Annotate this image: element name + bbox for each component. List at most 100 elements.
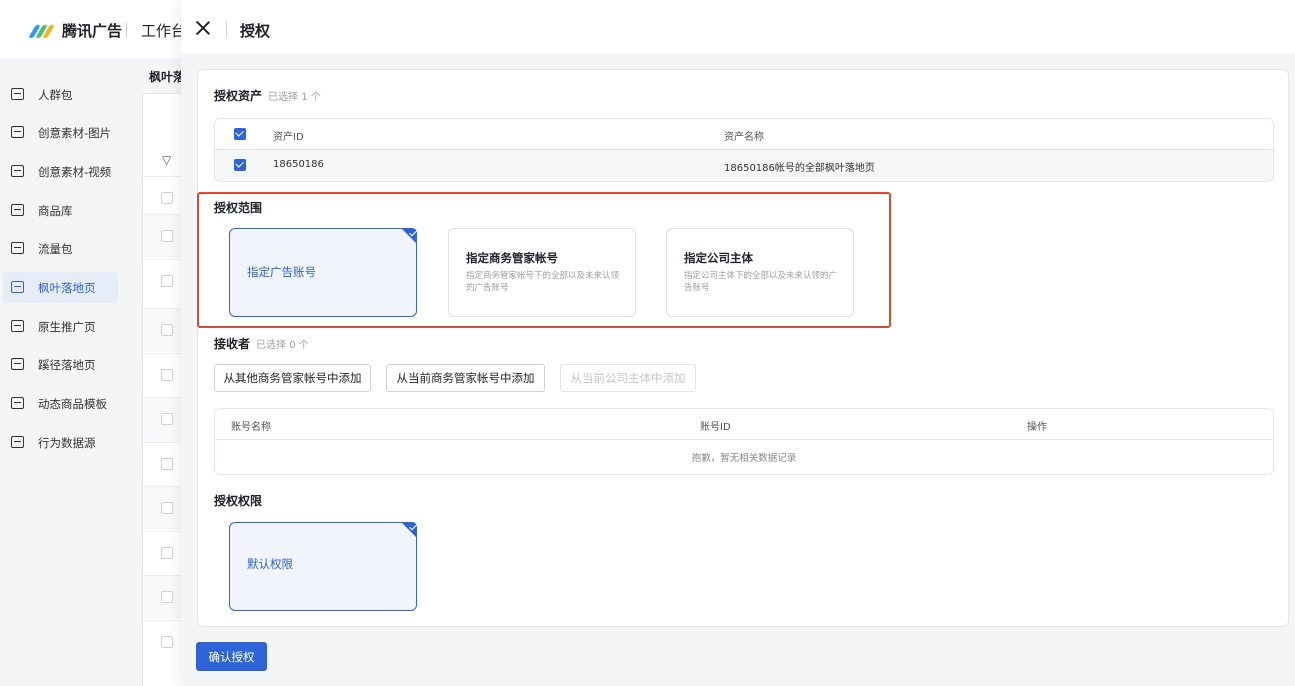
row-checkbox[interactable] (161, 324, 173, 336)
background-table-row (143, 620, 183, 664)
background-page-title: 枫叶落地页 (149, 70, 181, 84)
permission-section-title: 授权权限 (214, 494, 263, 508)
option-title: 指定广告账号 (247, 265, 316, 279)
scope-option-company[interactable]: 指定公司主体 指定公司主体下的全部以及未来认领的广告账号 (666, 228, 854, 317)
sidebar-item-product-library[interactable]: 商品库 (3, 195, 118, 226)
option-title: 指定商务管家帐号 (466, 251, 558, 265)
scope-option-ad-account[interactable]: 指定广告账号 (229, 228, 417, 317)
scope-section-title: 授权范围 (214, 201, 263, 215)
authorize-drawer: 授权 授权资产已选择 1 个 资产ID 资产名称 18650186 186501… (181, 0, 1295, 686)
drawer-header: 授权 (181, 0, 1295, 53)
top-divider (126, 23, 127, 37)
option-description: 指定商务管家帐号下的全部以及未来认领的广告账号 (466, 271, 620, 293)
drawer-title: 授权 (240, 22, 271, 40)
row-checkbox[interactable] (161, 275, 173, 287)
sidebar-item-label: 动态商品模板 (38, 397, 107, 411)
row-checkbox[interactable] (161, 369, 173, 381)
sidebar-item-datasource[interactable]: 行为数据源 (3, 427, 118, 458)
sidebar-item-label: 商品库 (38, 204, 73, 218)
background-table-row (143, 353, 183, 397)
scope-option-business-manager[interactable]: 指定商务管家帐号 指定商务管家帐号下的全部以及未来认领的广告账号 (448, 228, 636, 317)
datasource-icon (11, 436, 24, 448)
column-header-account-name: 账号名称 (231, 422, 271, 433)
video-icon (11, 165, 24, 177)
select-all-checkbox[interactable] (234, 128, 246, 140)
assets-table: 资产ID 资产名称 18650186 18650186帐号的全部枫叶落地页 (214, 118, 1274, 182)
background-table-row (143, 531, 183, 575)
brand-name: 腾讯广告 (62, 22, 123, 40)
row-checkbox[interactable] (161, 547, 173, 559)
section-title-text: 接收者 (214, 337, 251, 351)
landing-page-icon (11, 281, 24, 293)
sidebar-item-label: 创意素材-视频 (38, 165, 112, 179)
row-checkbox[interactable] (161, 413, 173, 425)
sidebar-item-audience[interactable]: 人群包 (3, 79, 118, 110)
table-row: 18650186 18650186帐号的全部枫叶落地页 (215, 150, 1273, 181)
column-header-actions: 操作 (1027, 422, 1047, 433)
authorize-form-panel: 授权资产已选择 1 个 资产ID 资产名称 18650186 18650186帐… (197, 69, 1289, 627)
background-table-row (143, 486, 183, 530)
background-table-row (143, 259, 183, 303)
empty-state: 抱歉，暂无相关数据记录 (215, 440, 1273, 474)
sidebar-item-label: 人群包 (38, 88, 73, 102)
column-header-account-id: 账号ID (700, 422, 731, 433)
product-library-icon (11, 204, 24, 216)
sidebar-item-label: 创意素材-图片 (38, 126, 112, 140)
permission-option-default[interactable]: 默认权限 (229, 522, 417, 611)
sidebar-item-native-page[interactable]: 原生推广页 (3, 311, 118, 342)
row-checkbox[interactable] (161, 636, 173, 648)
sidebar-item-traffic-package[interactable]: 流量包 (3, 233, 118, 264)
asset-name-cell: 18650186帐号的全部枫叶落地页 (724, 163, 875, 174)
traffic-package-icon (11, 242, 24, 254)
background-table-row (143, 575, 183, 619)
column-header-asset-id: 资产ID (273, 132, 304, 143)
add-from-current-manager-button[interactable]: 从当前商务管家帐号中添加 (386, 364, 545, 392)
scope-highlight-box (197, 192, 891, 328)
option-title: 默认权限 (247, 557, 293, 571)
sidebar-item-label: 流量包 (38, 242, 73, 256)
sidebar: 人群包 创意素材-图片 创意素材-视频 商品库 流量包 枫叶落地页 原生推广页 … (0, 58, 130, 686)
header-divider (226, 21, 227, 37)
filter-icon[interactable]: ▽ (162, 153, 172, 167)
close-icon[interactable] (195, 20, 211, 36)
sidebar-item-label: 原生推广页 (38, 320, 96, 334)
sidebar-item-creative-image[interactable]: 创意素材-图片 (3, 117, 118, 148)
row-checkbox[interactable] (161, 192, 173, 204)
document-icon (11, 358, 24, 370)
row-checkbox[interactable] (234, 159, 246, 171)
row-checkbox[interactable] (161, 591, 173, 603)
background-table-row (143, 308, 183, 352)
audience-icon (11, 88, 24, 100)
confirm-authorize-button[interactable]: 确认授权 (196, 642, 267, 671)
add-from-company-button[interactable]: 从当前公司主体中添加 (560, 364, 696, 392)
sidebar-item-dynamic-template[interactable]: 动态商品模板 (3, 388, 118, 419)
sidebar-item-label: 枫叶落地页 (38, 281, 96, 295)
sidebar-item-label: 行为数据源 (38, 436, 96, 450)
receivers-table: 账号名称 账号ID 操作 抱歉，暂无相关数据记录 (214, 408, 1274, 475)
assets-selected-count: 已选择 1 个 (268, 92, 321, 103)
brand-logo[interactable]: 腾讯广告 (28, 20, 123, 41)
option-description: 指定公司主体下的全部以及未来认领的广告账号 (684, 271, 838, 293)
row-checkbox[interactable] (161, 230, 173, 242)
background-table-row (143, 442, 183, 486)
section-title-text: 授权资产 (214, 89, 263, 103)
receivers-section-title: 接收者已选择 0 个 (214, 335, 309, 352)
row-checkbox[interactable] (161, 502, 173, 514)
assets-section-title: 授权资产已选择 1 个 (214, 87, 321, 104)
workbench-link[interactable]: 工作台 (141, 22, 187, 40)
asset-id-cell: 18650186 (273, 159, 324, 170)
sidebar-item-maple-landing-page[interactable]: 枫叶落地页 (3, 272, 118, 303)
background-table-row (143, 176, 183, 220)
add-from-other-manager-button[interactable]: 从其他商务管家帐号中添加 (214, 364, 371, 392)
background-table-row (143, 397, 183, 441)
image-icon (11, 126, 24, 138)
column-header-asset-name: 资产名称 (724, 132, 764, 143)
receivers-selected-count: 已选择 0 个 (256, 340, 309, 351)
background-table-row (143, 214, 183, 258)
row-checkbox[interactable] (161, 458, 173, 470)
table-header: 资产ID 资产名称 (215, 119, 1273, 150)
sidebar-item-xijing-page[interactable]: 蹊径落地页 (3, 349, 118, 380)
tencent-ads-logo-icon (28, 23, 56, 39)
table-header: 账号名称 账号ID 操作 (215, 409, 1273, 440)
sidebar-item-creative-video[interactable]: 创意素材-视频 (3, 156, 118, 187)
